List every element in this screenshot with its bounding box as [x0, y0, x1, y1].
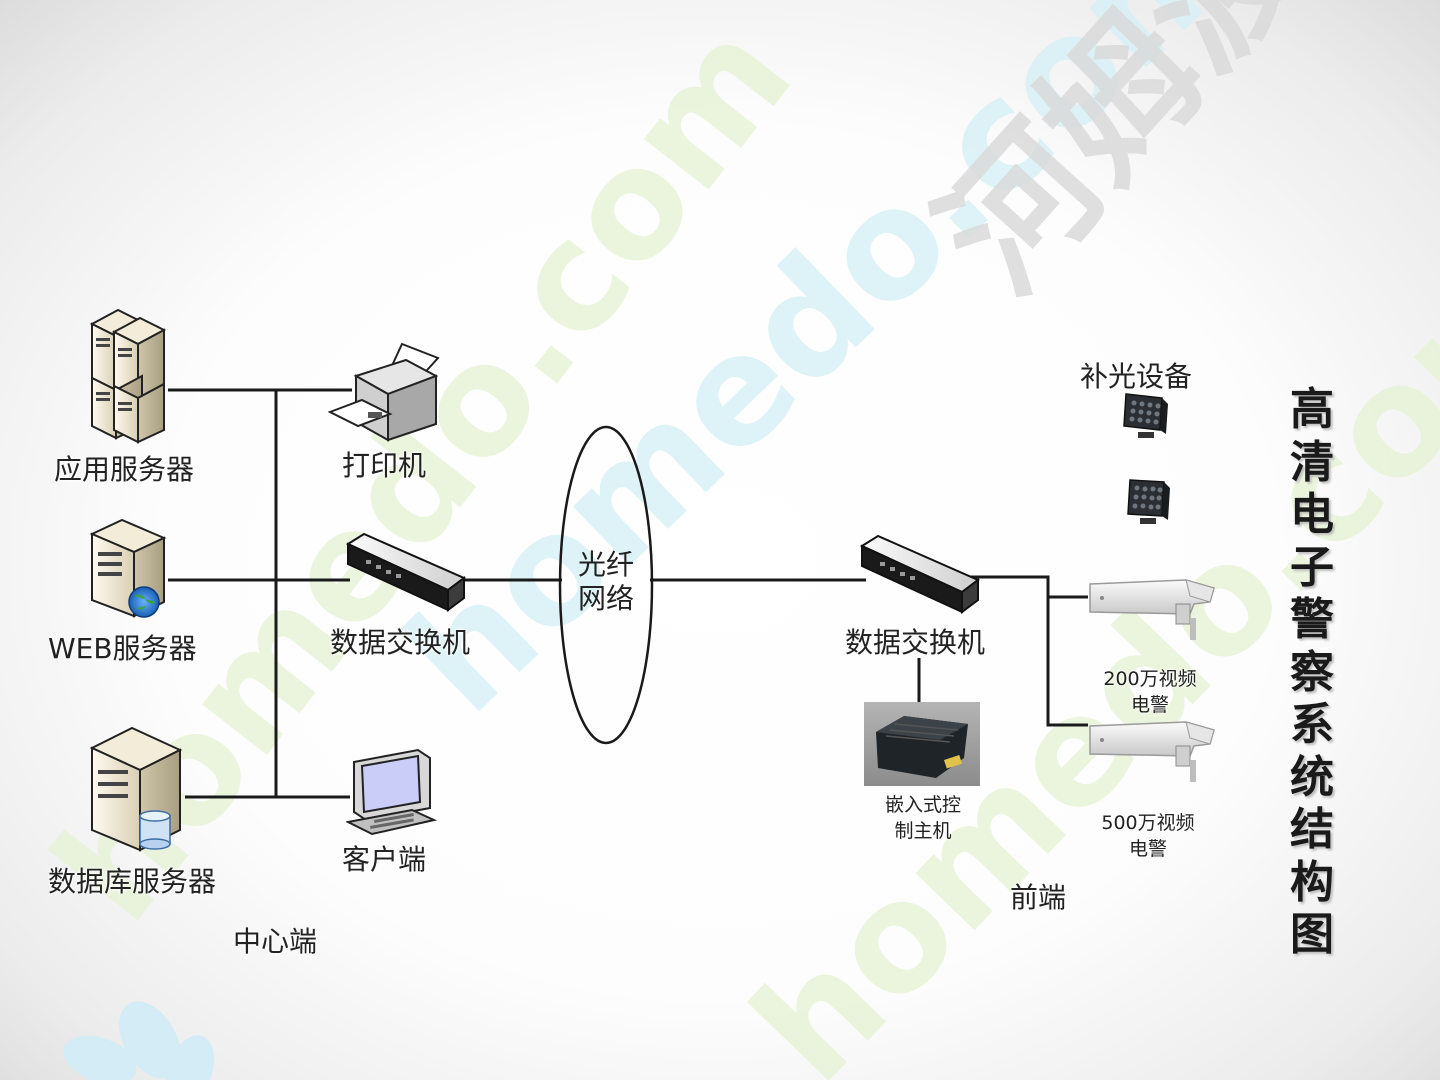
- web-server-icon[interactable]: [88, 516, 178, 622]
- fiber-network-label-line1: 光纤: [577, 548, 634, 581]
- app-server-label: 应用服务器: [54, 453, 195, 486]
- camera-500-label: 500万视频 电警: [1090, 810, 1206, 862]
- printer-label: 打印机: [342, 449, 427, 482]
- database-cylinder-icon: [139, 810, 171, 850]
- embedded-host-label-line2: 制主机: [894, 820, 952, 842]
- camera-500-label-line2: 电警: [1128, 838, 1167, 860]
- front-switch-icon[interactable]: [858, 532, 982, 616]
- center-switch-icon[interactable]: [344, 530, 468, 614]
- fill-light-2-icon[interactable]: [1120, 476, 1172, 530]
- camera-200-label-line2: 电警: [1130, 694, 1169, 716]
- center-zone-label: 中心端: [233, 925, 318, 958]
- web-server-label: WEB服务器: [48, 632, 197, 665]
- camera-200-label-line1: 200万视频: [1103, 668, 1197, 690]
- camera-200-label: 200万视频 电警: [1092, 666, 1208, 718]
- camera-500-icon[interactable]: [1086, 716, 1216, 786]
- diagram-title: 高清电子警察系统结构图: [1290, 384, 1334, 960]
- embedded-host-label-line1: 嵌入式控: [884, 794, 961, 816]
- globe-icon: [128, 586, 160, 618]
- link-switch-cameras: [970, 575, 1088, 727]
- client-label: 客户端: [342, 843, 427, 876]
- embedded-host-label: 嵌入式控 制主机: [868, 792, 978, 844]
- database-server-icon[interactable]: [88, 724, 192, 854]
- fiber-network-label-line2: 网络: [577, 582, 634, 615]
- db-server-label: 数据库服务器: [48, 865, 217, 898]
- front-zone-label: 前端: [1010, 881, 1067, 914]
- center-switch-label: 数据交换机: [330, 626, 471, 659]
- watermark-flower-icon: [63, 1001, 215, 1080]
- printer-icon[interactable]: [328, 336, 446, 448]
- app-server-icon[interactable]: [84, 304, 180, 444]
- front-switch-label: 数据交换机: [845, 626, 986, 659]
- fill-light-1-icon[interactable]: [1116, 390, 1170, 444]
- camera-200-icon[interactable]: [1086, 574, 1216, 644]
- fill-light-label: 补光设备: [1080, 360, 1193, 393]
- client-pc-icon[interactable]: [346, 748, 438, 836]
- embedded-host-icon[interactable]: [864, 702, 980, 786]
- fiber-network-cloud: [558, 425, 654, 745]
- camera-500-label-line1: 500万视频: [1101, 812, 1195, 834]
- fiber-network-label: 光纤 网络: [566, 548, 646, 616]
